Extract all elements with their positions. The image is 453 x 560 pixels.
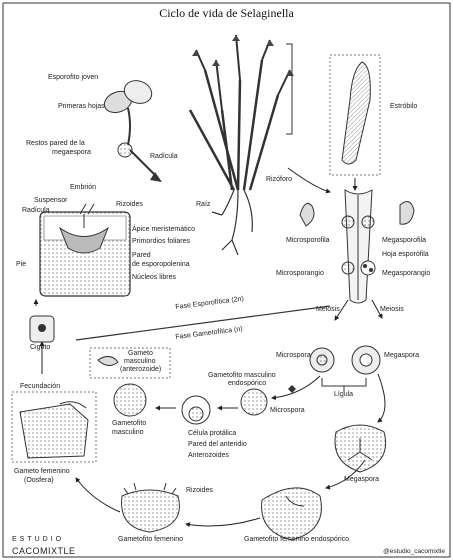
label-rizoides-top: Rizoides: [116, 201, 143, 209]
arrow-plant-to-strobilus: [288, 168, 330, 192]
megasporophyll-illustration: [400, 201, 414, 224]
label-megaspora-2: Megaspora: [344, 476, 379, 484]
label-celula-protalica: Célula protálica: [188, 430, 236, 438]
label-pared-anteridio: Pared del anteridio: [188, 441, 247, 449]
label-microsporofila: Microsporofila: [286, 237, 330, 245]
label-meiosis-right: Meiosis: [380, 306, 404, 314]
label-rizoides-bottom: Rizoides: [186, 487, 213, 495]
label-primordios: Primordios foliares: [132, 238, 190, 246]
archegonium-illustration: [20, 404, 88, 458]
label-ligula: Lígula: [334, 391, 353, 399]
label-gametofito-femenino: Gametofito femenino: [118, 536, 183, 544]
label-gametofito-masc-endo-1: Gametofito masculino: [208, 372, 276, 380]
label-gametofito-masc-endo-2: endospórico: [228, 380, 266, 388]
female-gametophyte-illustration: [122, 490, 180, 532]
microsporophyll-illustration: [300, 203, 314, 226]
label-cigoto: Cigoto: [30, 344, 50, 352]
label-rizoforo: Rizóforo: [266, 176, 292, 184]
label-embrion: Embrión: [70, 184, 96, 192]
sperm-illustration: [98, 356, 118, 365]
label-gametofito-femenino-endosporico: Gametofito femenino endospórico: [244, 536, 349, 544]
label-gameto-femenino-1: Gameto femenino: [14, 468, 70, 476]
selaginella-plant-illustration: [190, 35, 294, 255]
microspore-small-illustration: [288, 385, 296, 393]
label-nucleos-libres: Núcleos libres: [132, 274, 176, 282]
young-sporophyte-illustration: [101, 77, 162, 182]
label-megaespora-restos: megaespora: [52, 149, 91, 157]
studio-name-line2: CACOMIXTLE: [12, 546, 76, 556]
label-pie: Pie: [16, 261, 26, 269]
label-megaspora-1: Megaspora: [384, 352, 419, 360]
label-fecundacion: Fecundación: [20, 383, 60, 391]
label-apice: Ápice meristemático: [132, 226, 195, 234]
label-gametofito-masculino-2: masculino: [112, 429, 144, 437]
label-microsporangio: Microsporangio: [276, 270, 324, 278]
label-pared-esporopolenina-2: de esporopolenina: [132, 261, 190, 269]
label-meiosis-left: Meiosis: [316, 306, 340, 314]
cone-section-illustration: [342, 190, 375, 303]
label-restos-pared: Restos pared de la: [26, 140, 85, 148]
label-hoja-esporofila: Hoja esporófila: [382, 251, 429, 259]
arrow-microspora-chain: [272, 376, 320, 398]
label-suspensor: Suspensor: [34, 197, 67, 205]
label-megasporofila: Megasporofila: [382, 237, 426, 245]
studio-name-line1: ESTUDIO: [12, 536, 64, 543]
embryo-megaspore-illustration: [40, 204, 130, 296]
label-radicula: Radícula: [22, 207, 50, 215]
arrow-megaspora-cycle: [378, 374, 385, 422]
label-anterozoides: Anterozoides: [188, 452, 229, 460]
label-gameto-femenino-2: (Oosfera): [24, 477, 54, 485]
label-microspora-1: Microspora: [276, 352, 311, 360]
label-radicula-top: Radícula: [150, 153, 178, 161]
label-estrobilo: Estróbilo: [390, 103, 417, 111]
label-pared-esporopolenina-1: Pared: [132, 252, 151, 260]
label-gameto-masc-2: masculino: [124, 358, 156, 366]
strobilus-illustration: [342, 62, 370, 164]
female-endosporic-gametophyte-illustration: [262, 488, 322, 540]
label-gameto-masc-3: (anterozoide): [120, 366, 161, 374]
diagram-title: Ciclo de vida de Selaginella: [0, 6, 453, 21]
label-gametofito-masculino-1: Gametofito: [112, 420, 146, 428]
arrow-to-female-gametophyte: [186, 518, 260, 526]
label-megasporangio: Megasporangio: [382, 270, 430, 278]
male-gametophyte-endosporic-illustration: [241, 389, 267, 415]
label-raiz: Raíz: [196, 201, 210, 209]
male-gametophyte-illustration: [114, 384, 146, 416]
label-gameto-masc-1: Gameto: [128, 350, 153, 358]
label-primeras-hojas: Primeras hojas: [58, 103, 105, 111]
arrow-to-fecundation: [76, 478, 120, 512]
ligula-bracket: [322, 378, 366, 392]
label-esporofito-joven: Esporofito joven: [48, 74, 98, 82]
social-handle: @estudio_cacomixtle: [383, 548, 445, 555]
label-microspora-2: Microspora: [270, 407, 305, 415]
